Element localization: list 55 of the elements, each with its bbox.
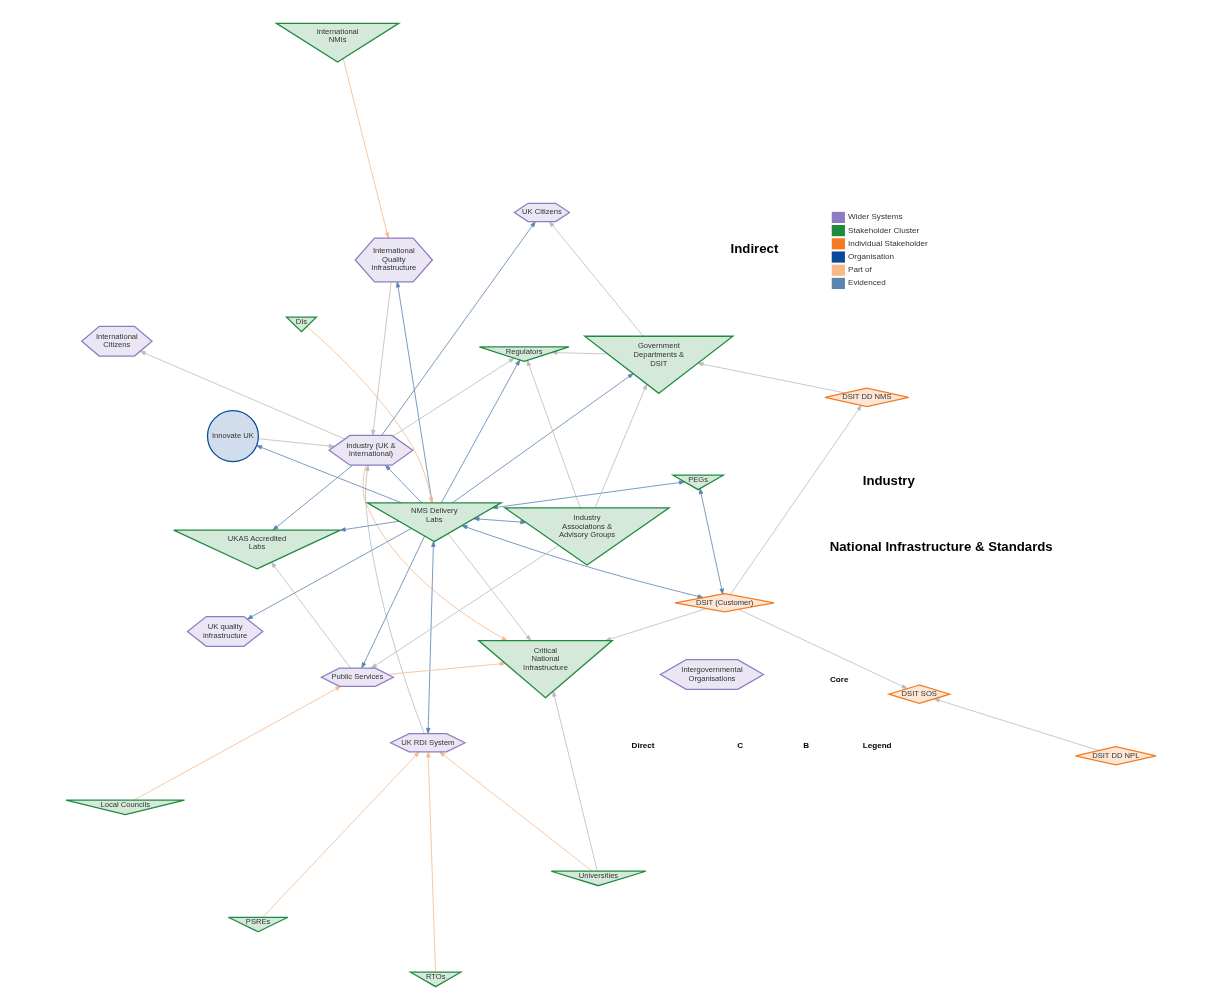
label: B: [802, 740, 809, 750]
arrow: [370, 545, 559, 669]
legend-label: Individual Stakeholder: [847, 238, 928, 248]
label: Direct: [631, 740, 655, 750]
arrow: [392, 357, 515, 437]
arrow: [386, 661, 506, 675]
arrow: [270, 562, 351, 669]
arrow: [425, 540, 436, 734]
legend-label: Wider Systems: [847, 212, 903, 222]
legend-label: Organisation: [847, 251, 894, 261]
arrow: [384, 464, 422, 504]
arrow: [933, 698, 1099, 751]
legend-label: Stakeholder Cluster: [847, 225, 919, 235]
arrow: [697, 362, 845, 394]
arrow: [451, 373, 634, 504]
arrow: [461, 525, 703, 599]
arrow: [548, 221, 644, 337]
arrow: [447, 533, 531, 641]
arrow: [246, 528, 412, 620]
label: National Infrastructure & Standards: [829, 538, 1053, 554]
arrow: [364, 464, 425, 734]
arrow: [257, 438, 335, 449]
arrow: [526, 360, 581, 509]
arrow: [737, 609, 908, 689]
arrow: [473, 516, 526, 525]
arrow: [139, 350, 345, 440]
arrow: [438, 751, 593, 872]
arrow: [342, 58, 389, 239]
arrow: [729, 404, 862, 596]
label: C: [736, 740, 743, 750]
arrow: [370, 281, 392, 436]
arrow: [551, 350, 608, 355]
arrow: [360, 535, 425, 669]
label: Industry: [862, 472, 915, 488]
arrow: [594, 383, 647, 509]
arrow: [551, 690, 598, 872]
arrow: [395, 281, 433, 504]
arrow: [261, 751, 420, 918]
arrow: [305, 326, 433, 504]
arrow: [425, 751, 436, 973]
arrow: [604, 608, 707, 642]
label: Legend: [862, 740, 892, 750]
arrow: [440, 359, 520, 504]
arrow: [380, 221, 536, 436]
arrow: [362, 464, 507, 641]
arrow: [133, 685, 341, 801]
arrow: [255, 445, 402, 504]
legend-label: Part of: [847, 265, 872, 275]
arrow: [491, 480, 685, 510]
label: Indirect: [730, 241, 778, 257]
label: Core: [829, 674, 848, 684]
arrow: [272, 464, 353, 531]
arrow: [698, 488, 724, 595]
arrow: [339, 520, 399, 532]
legend-label: Evidenced: [847, 278, 886, 288]
